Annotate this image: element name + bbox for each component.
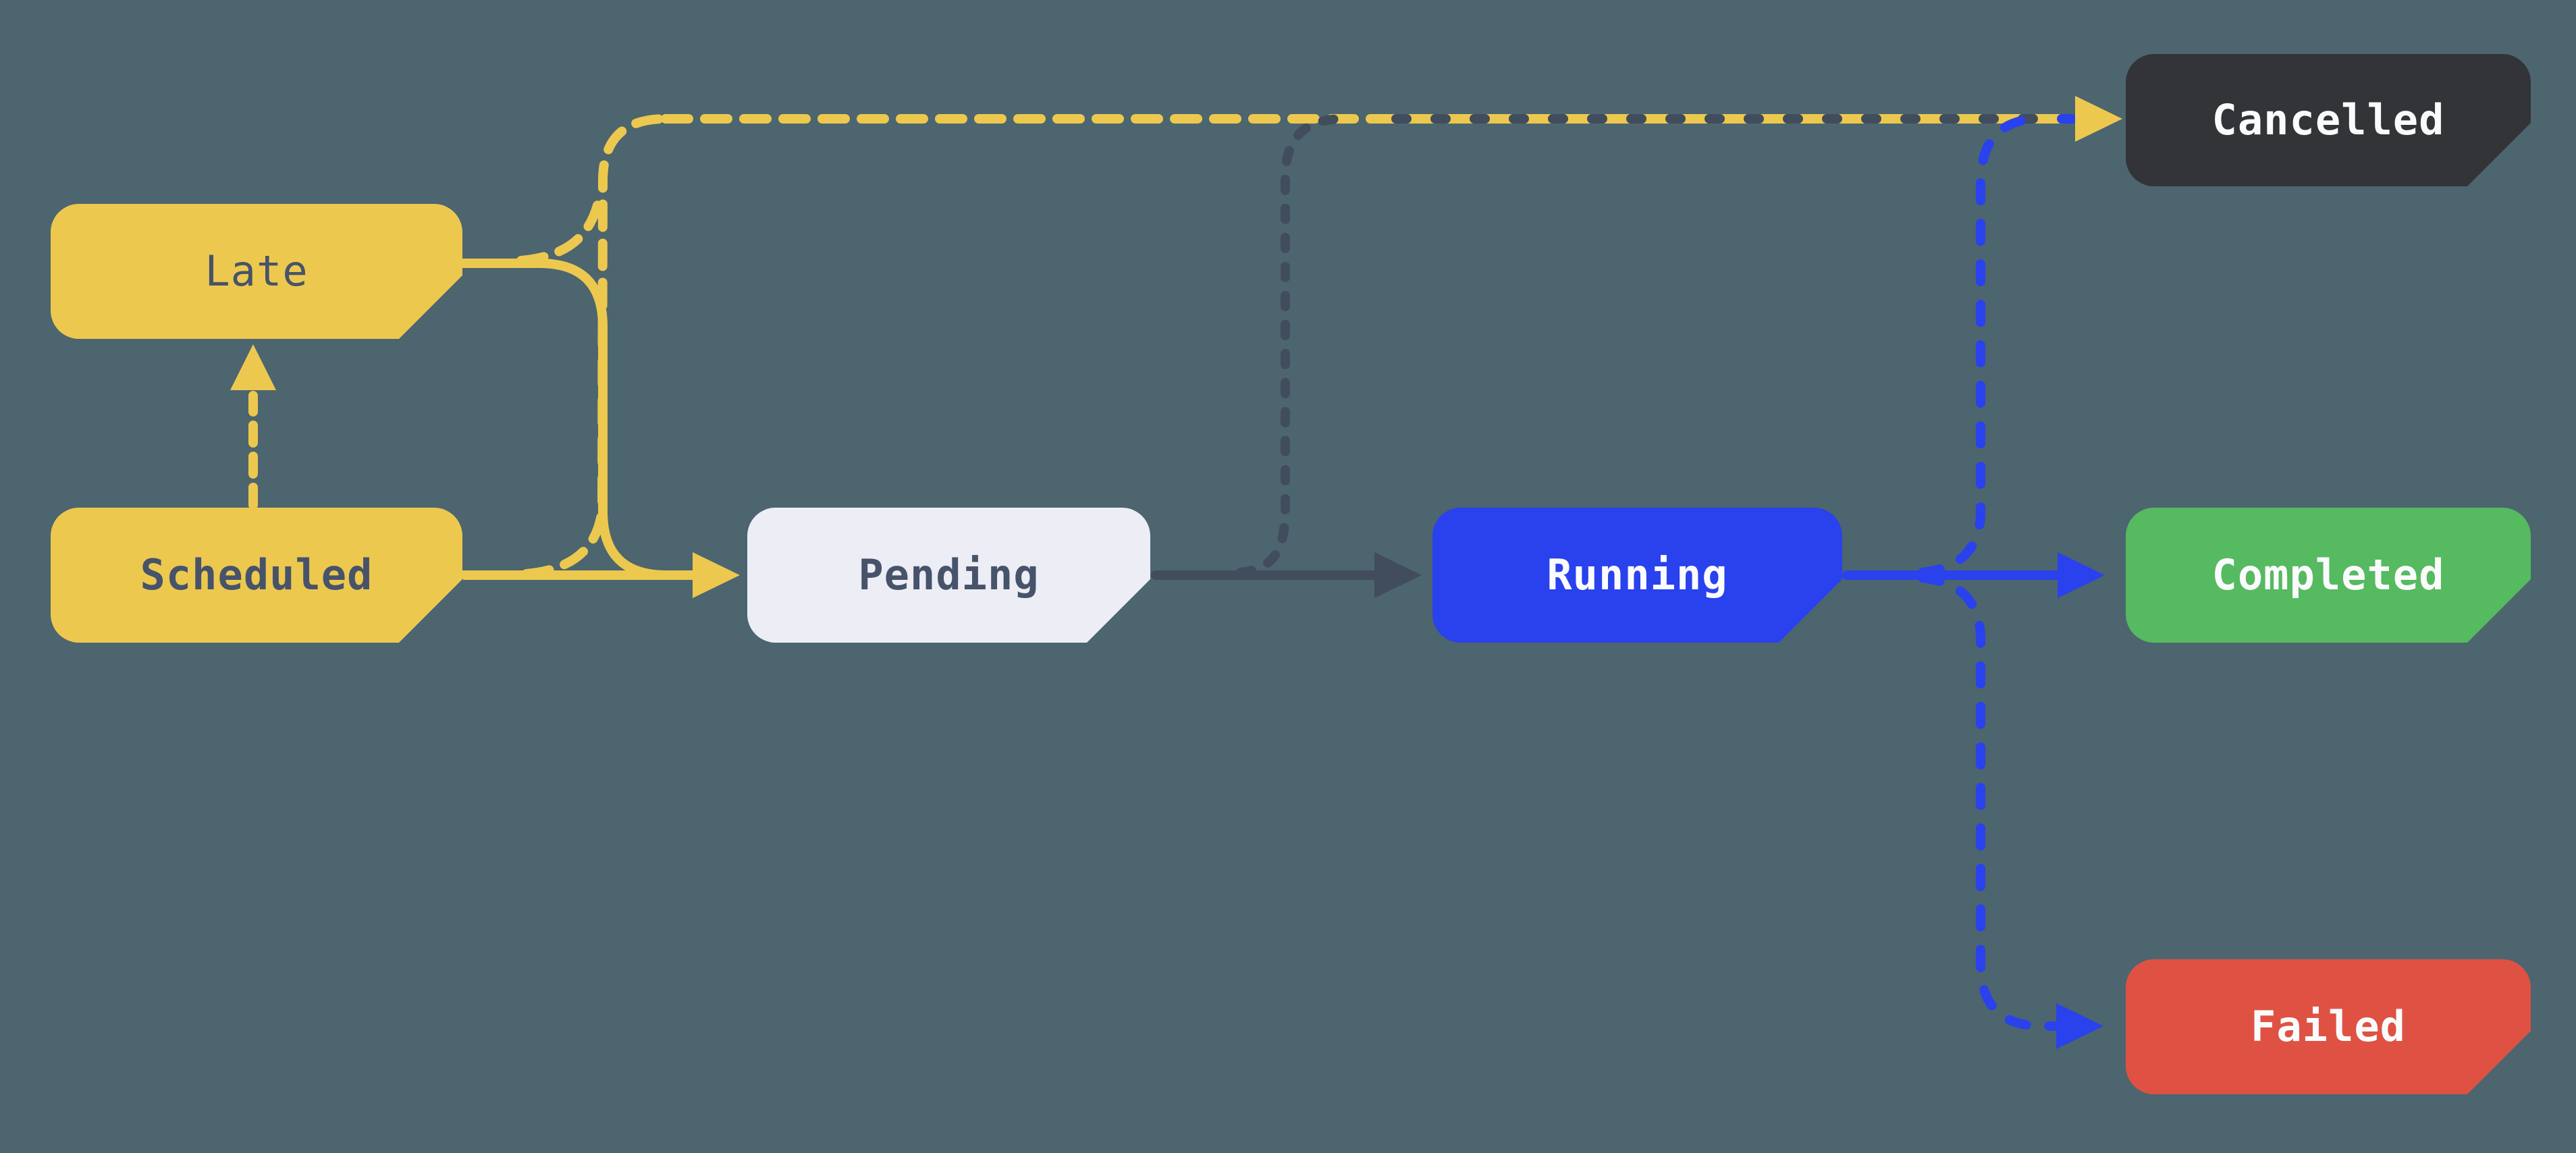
node-cancelled-label: Cancelled xyxy=(2211,95,2445,144)
node-late-label: Late xyxy=(205,246,308,296)
edge-pending-to-cancelled xyxy=(1236,114,1348,577)
node-scheduled: Scheduled xyxy=(51,508,462,643)
node-pending-label: Pending xyxy=(858,550,1040,599)
arrowhead-into-pending xyxy=(693,552,740,598)
node-running: Running xyxy=(1432,508,1842,643)
node-failed-label: Failed xyxy=(2251,1002,2406,1051)
node-pending: Pending xyxy=(747,508,1150,643)
edge-scheduled-to-cancelled xyxy=(522,114,670,579)
arrowhead-into-completed xyxy=(2058,552,2105,598)
arrowhead-scheduled-to-late xyxy=(230,344,276,390)
node-scheduled-label: Scheduled xyxy=(140,550,373,599)
node-completed: Completed xyxy=(2126,508,2531,643)
node-late: Late xyxy=(51,204,462,339)
node-failed: Failed xyxy=(2126,959,2531,1094)
node-cancelled: Cancelled xyxy=(2126,54,2531,186)
node-running-label: Running xyxy=(1547,550,1728,599)
edge-late-to-pending xyxy=(458,259,682,580)
arrowhead-into-running xyxy=(1374,552,1422,598)
node-completed-label: Completed xyxy=(2211,550,2445,599)
edge-late-to-cancelled-branch xyxy=(516,192,604,265)
edge-running-to-cancelled xyxy=(1918,114,2041,577)
edge-running-to-failed xyxy=(1918,573,2058,1031)
arrowhead-into-cancelled xyxy=(2075,96,2122,142)
arrowhead-into-failed xyxy=(2056,1003,2103,1049)
